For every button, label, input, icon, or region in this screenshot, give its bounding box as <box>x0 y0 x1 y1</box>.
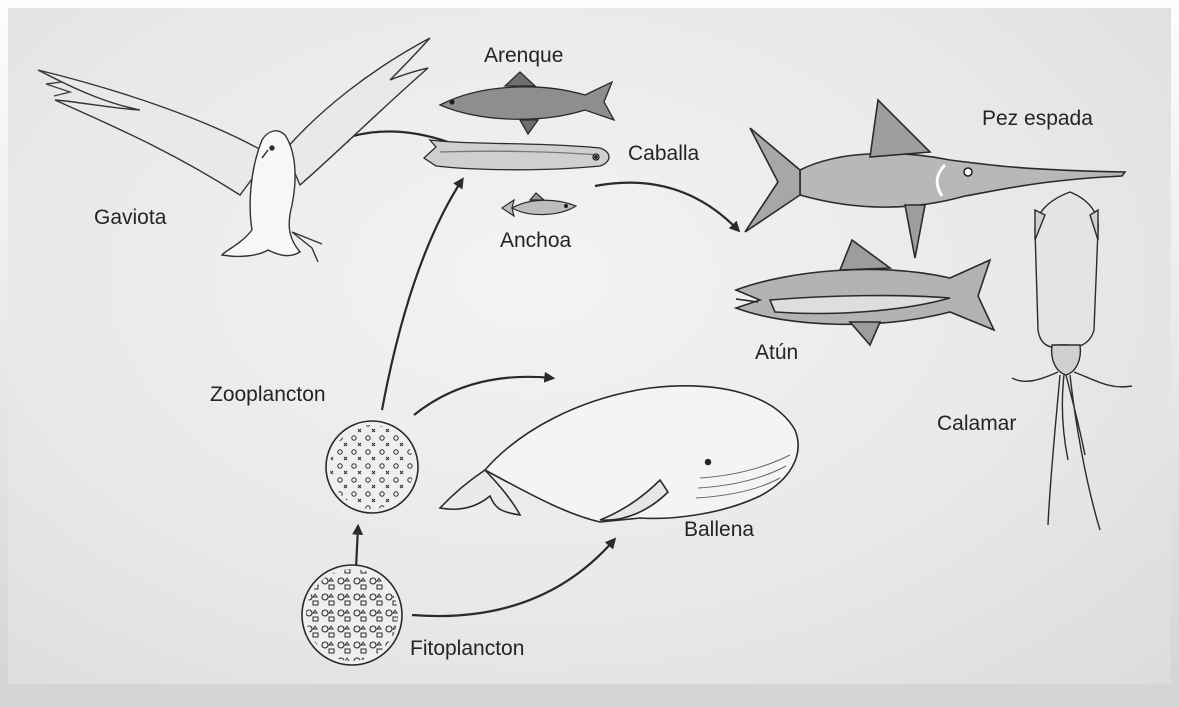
pez-espada-dorsal-fin <box>870 100 930 157</box>
label-atun: Atún <box>755 341 798 365</box>
anchoa-dorsal-fin <box>530 193 544 200</box>
arrow-fitoplancton-to-ballena <box>412 540 614 616</box>
arrow-fitoplancton-to-zooplancton <box>356 527 358 568</box>
label-fitoplancton: Fitoplancton <box>410 637 524 661</box>
arenque-dorsal-fin <box>505 72 535 86</box>
arenque-illustration <box>440 72 614 134</box>
label-ballena: Ballena <box>684 518 754 542</box>
calamar-head <box>1052 345 1081 375</box>
caballa-pupil <box>595 156 598 159</box>
gaviota-left-wing <box>38 70 270 195</box>
anchoa-illustration <box>502 193 576 216</box>
arenque-ventral-fin <box>520 120 538 134</box>
zooplancton-illustration <box>326 421 418 513</box>
fitoplancton-organisms <box>306 569 398 661</box>
arrow-zooplancton-to-caballa <box>382 180 462 410</box>
anchoa-body <box>502 200 576 216</box>
caballa-illustration <box>424 140 609 170</box>
fitoplancton-illustration <box>302 565 402 665</box>
calamar-tentacles <box>1012 372 1132 530</box>
calamar-illustration <box>1012 192 1132 530</box>
atun-dorsal-fin <box>840 240 890 270</box>
pez-espada-eye <box>964 168 972 176</box>
ballena-illustration <box>440 386 798 522</box>
arenque-body <box>440 82 614 120</box>
label-zooplancton: Zooplancton <box>210 383 326 407</box>
ballena-eye <box>706 460 711 465</box>
label-caballa: Caballa <box>628 142 699 166</box>
atun-ventral-fin <box>850 322 880 345</box>
label-gaviota: Gaviota <box>94 206 166 230</box>
label-pez-espada: Pez espada <box>982 107 1093 131</box>
anchoa-eye <box>565 205 568 208</box>
gaviota-eye <box>270 146 274 150</box>
arenque-eye <box>450 100 454 104</box>
caballa-body <box>424 140 609 170</box>
label-arenque: Arenque <box>484 44 563 68</box>
atun-illustration <box>736 240 994 345</box>
arrow-caballa-to-pez-espada <box>595 183 738 230</box>
label-calamar: Calamar <box>937 412 1016 436</box>
pez-espada-tail <box>745 128 800 232</box>
gaviota-right-wing <box>285 38 430 185</box>
label-anchoa: Anchoa <box>500 229 571 253</box>
pez-espada-pectoral-fin <box>905 205 925 258</box>
zooplancton-organisms <box>330 425 414 509</box>
arrow-zooplancton-to-ballena <box>414 377 552 415</box>
atun-mouth <box>736 299 758 302</box>
